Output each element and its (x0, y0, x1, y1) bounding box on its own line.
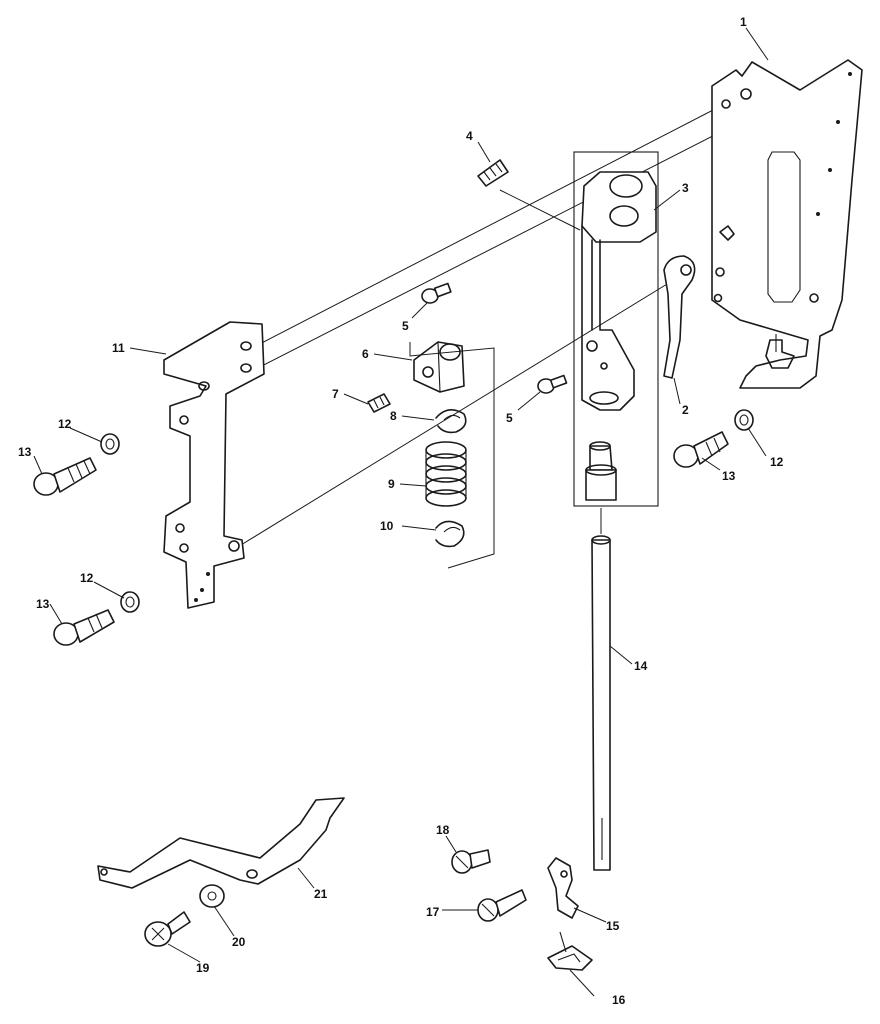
callout-17: 17 (426, 905, 440, 919)
part-13-screw-b (53, 609, 115, 646)
callout-16: 16 (612, 993, 626, 1007)
part-5-screw-middle (537, 374, 568, 394)
part-4-set-screw (477, 159, 509, 187)
callout-labels: 1 2 3 4 5 5 6 7 8 9 10 11 12 12 12 13 13… (18, 15, 784, 1007)
part-21-bracket (97, 797, 345, 889)
callout-18: 18 (436, 823, 450, 837)
part-20-washer (199, 884, 225, 908)
callout-4: 4 (466, 129, 473, 143)
part-12-washer-a (100, 433, 120, 455)
part-9-spring (425, 441, 467, 507)
part-2-lever (663, 255, 696, 379)
callout-12-b: 12 (80, 571, 94, 585)
part-12-washer-c (734, 409, 754, 431)
part-11-mounting-bracket (163, 321, 265, 609)
part-15-clamp (547, 857, 579, 919)
callout-8: 8 (390, 409, 397, 423)
part-13-screw-a (33, 457, 97, 496)
part-18-screw (451, 849, 491, 874)
callout-5-top: 5 (402, 319, 409, 333)
callout-14: 14 (634, 659, 648, 673)
callout-1: 1 (740, 15, 747, 29)
callout-11: 11 (112, 341, 125, 355)
callout-leaders (33, 27, 769, 997)
callout-21: 21 (314, 887, 328, 901)
callout-13-b: 13 (36, 597, 50, 611)
callout-13-a: 13 (18, 445, 32, 459)
part-16-presser (547, 931, 593, 971)
part-7-set-screw (367, 393, 391, 413)
part-8-retaining-ring (435, 409, 467, 434)
part-3-bracket (573, 151, 659, 507)
callout-2: 2 (682, 403, 689, 417)
callout-20: 20 (232, 935, 246, 949)
callout-10: 10 (380, 519, 394, 533)
alignment-bracket-lines (409, 342, 495, 569)
part-19-screw (144, 911, 191, 947)
callout-5-middle: 5 (506, 411, 513, 425)
bushing (585, 441, 617, 501)
callout-9: 9 (388, 477, 395, 491)
callout-3: 3 (682, 181, 689, 195)
callout-15: 15 (606, 919, 620, 933)
part-14-shaft (591, 508, 611, 871)
callout-12-a: 12 (58, 417, 72, 431)
callout-13-c: 13 (722, 469, 736, 483)
part-5-screw-top (421, 282, 452, 304)
part-6-collar (413, 341, 465, 393)
callout-19: 19 (196, 961, 210, 975)
callout-12-c: 12 (770, 455, 784, 469)
part-10-retaining-ring (435, 520, 465, 548)
part-12-washer-b (120, 591, 140, 613)
part-1-side-plate (711, 59, 863, 389)
callout-6: 6 (362, 347, 369, 361)
part-17-screw (477, 889, 527, 922)
callout-7: 7 (332, 387, 339, 401)
part-13-screw-c (673, 431, 729, 468)
